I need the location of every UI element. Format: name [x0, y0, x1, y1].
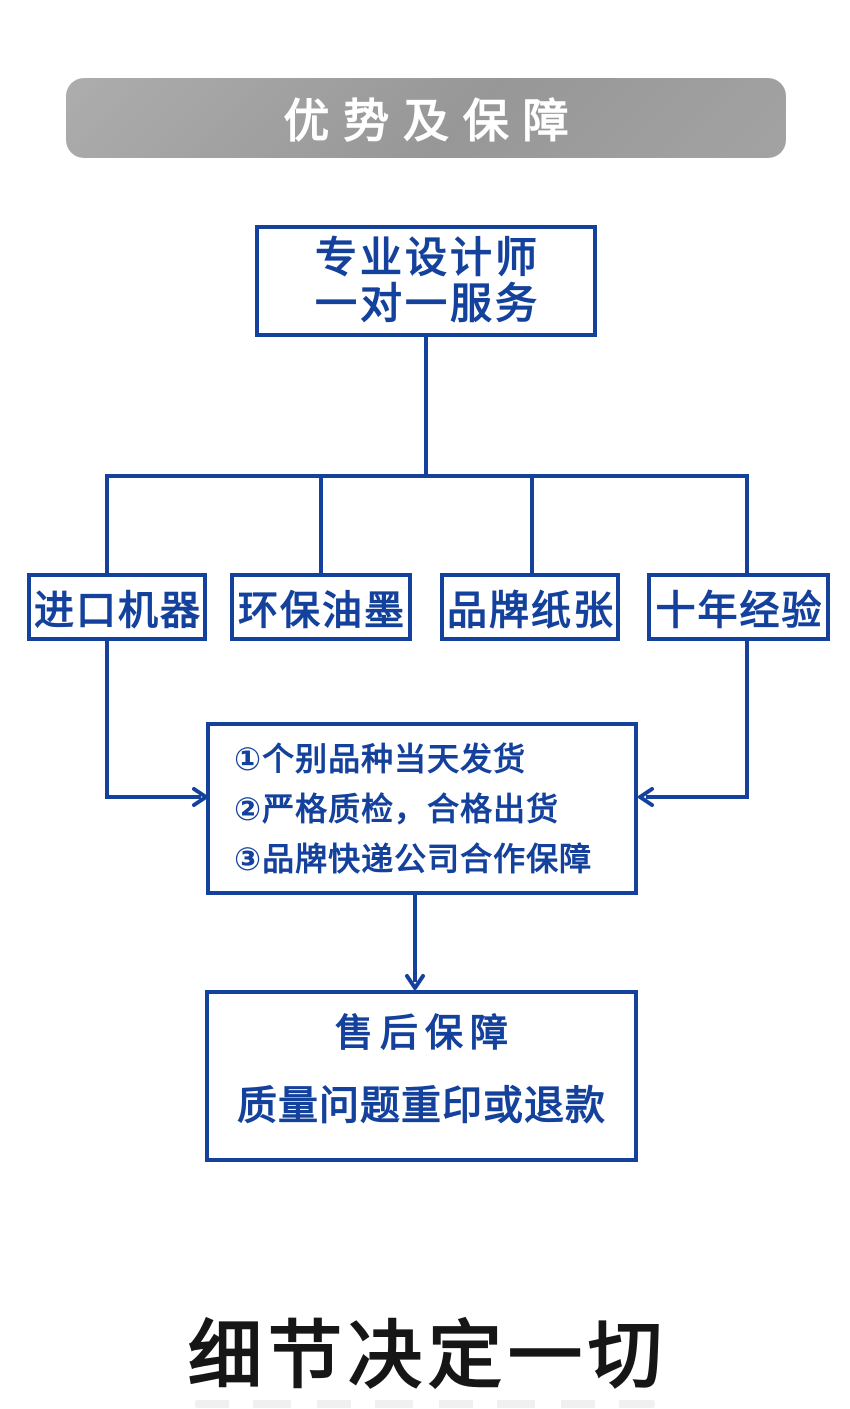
aftersale-line2: 质量问题重印或退款	[237, 1083, 606, 1128]
guarantee-item-3: ③品牌快递公司合作保障	[234, 840, 593, 877]
feature-label: 进口机器	[34, 589, 202, 633]
connector-topbox-down	[424, 337, 428, 478]
designer-service-line1: 专业设计师	[314, 234, 540, 281]
flow-box-brand-paper: 品牌纸张	[440, 573, 620, 641]
connector-guarantee-down	[413, 895, 417, 982]
flow-box-imported-machines: 进口机器	[27, 573, 207, 641]
connector-drop-3	[530, 474, 534, 573]
connector-drop-1	[105, 474, 109, 573]
footer-slogan: 细节决定一切	[188, 1314, 668, 1397]
feature-label: 十年经验	[655, 589, 824, 633]
designer-service-line2: 一对一服务	[314, 280, 540, 327]
guarantee-item-1: ①个别品种当天发货	[234, 740, 527, 777]
connector-right-elbow-horizontal	[646, 795, 749, 799]
flow-box-guarantees: ①个别品种当天发货 ②严格质检，合格出货 ③品牌快递公司合作保障	[206, 722, 638, 895]
flow-box-eco-ink: 环保油墨	[230, 573, 412, 641]
section-header-banner: 优势及保障	[66, 78, 786, 158]
arrowhead-left-icon	[638, 787, 654, 807]
connector-branch-bar	[105, 474, 749, 478]
guarantee-item-2: ②严格质检，合格出货	[234, 790, 560, 827]
section-title: 优势及保障	[283, 95, 583, 147]
feature-label: 品牌纸张	[447, 589, 615, 633]
feature-label: 环保油墨	[238, 589, 406, 633]
connector-left-elbow-vertical	[105, 641, 109, 799]
connector-drop-4	[745, 474, 749, 573]
connector-drop-2	[319, 474, 323, 573]
connector-left-elbow-horizontal	[105, 795, 201, 799]
cutoff-caption	[195, 1400, 655, 1408]
aftersale-line1: 售后保障	[334, 1012, 515, 1055]
connector-right-elbow-vertical	[745, 641, 749, 799]
flow-box-designer-service: 专业设计师 一对一服务	[255, 225, 597, 337]
flow-box-ten-years: 十年经验	[647, 573, 830, 641]
arrowhead-down-icon	[405, 974, 425, 990]
flow-box-aftersale: 售后保障 质量问题重印或退款	[205, 990, 638, 1162]
